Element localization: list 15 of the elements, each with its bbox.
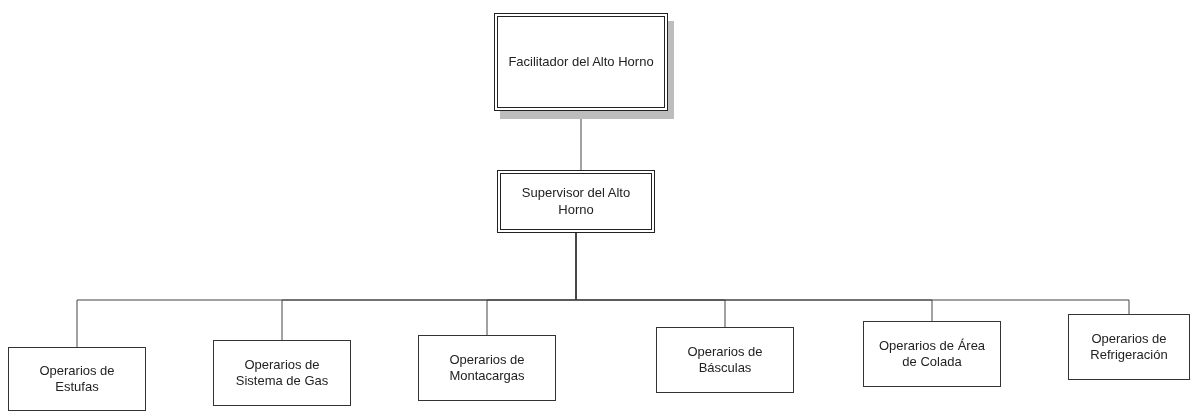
box-label: Operarios de Área de Colada [877,337,987,371]
org-box [863,321,1001,387]
org-box [1068,314,1190,380]
box-label: Operarios de Montacargas [448,351,526,385]
org-box [656,327,794,393]
box-label: Operarios de Refrigeración [1089,330,1169,364]
org-box [418,335,556,401]
box-label: Facilitador del Alto Horno [508,53,654,71]
box-label: Operarios de Estufas [38,362,116,396]
org-box [8,347,146,411]
org-box [213,340,351,406]
box-label: Supervisor del Alto Horno [520,185,632,218]
org-box [497,170,655,233]
box-label: Operarios de Sistema de Gas [234,356,330,390]
box-label: Operarios de Básculas [686,343,764,377]
